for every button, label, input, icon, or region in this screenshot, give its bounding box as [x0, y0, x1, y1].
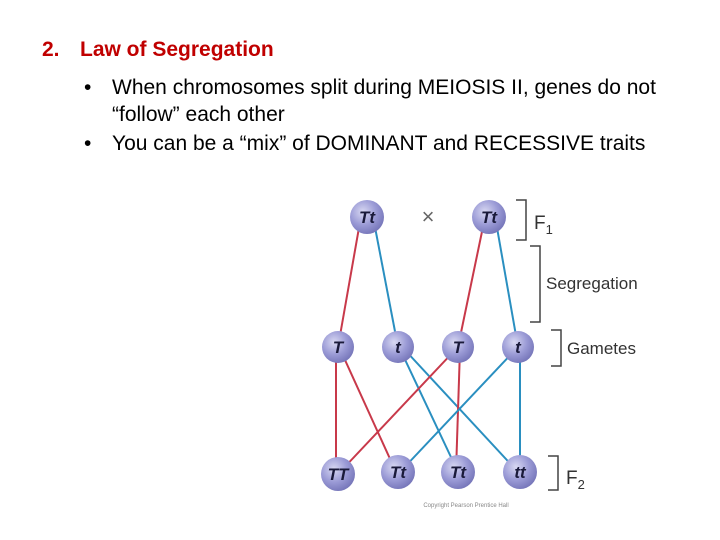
gamete-allele: t: [515, 338, 522, 357]
section-title: Law of Segregation: [80, 38, 274, 61]
section-heading: 2. Law of Segregation: [42, 38, 274, 62]
offspring-node: tt: [503, 455, 537, 489]
gamete-allele: T: [453, 338, 465, 357]
offspring-genotype: Tt: [390, 463, 407, 482]
parent-node: Tt: [350, 200, 384, 234]
line-p2-T: [457, 221, 485, 348]
bullet-text: When chromosomes split during MEIOSIS II…: [112, 76, 656, 126]
gamete-allele: T: [333, 338, 345, 357]
bracket-gametes: [551, 329, 562, 367]
label-f1: F1: [534, 213, 553, 237]
parent-node: Tt: [472, 200, 506, 234]
bullet-list: • When chromosomes split during MEIOSIS …: [80, 74, 680, 159]
gamete-node: t: [502, 331, 534, 363]
line-t2-Tt: [399, 348, 517, 473]
section-number: 2.: [42, 38, 60, 61]
bullet-item: • When chromosomes split during MEIOSIS …: [80, 74, 680, 128]
copyright-credit: Copyright Pearson Prentice Hall: [423, 503, 508, 509]
offspring-node: Tt: [381, 455, 415, 489]
bullet-item: • You can be a “mix” of DOMINANT and REC…: [80, 130, 680, 157]
cross-symbol: ×: [422, 204, 435, 229]
parent-to-gamete-lines: [337, 221, 519, 348]
label-gametes: Gametes: [567, 339, 636, 358]
offspring-genotype: tt: [514, 463, 527, 482]
line-p2-t: [495, 221, 519, 348]
gamete-to-offspring-lines: [335, 348, 521, 473]
gamete-node: T: [442, 331, 474, 363]
offspring-node: TT: [321, 457, 355, 491]
label-f2: F2: [566, 468, 585, 492]
label-segregation: Segregation: [546, 274, 638, 293]
gamete-node: t: [382, 331, 414, 363]
line-T1-Tt: [339, 348, 397, 473]
bullet-dot: •: [84, 132, 92, 155]
offspring-genotype: Tt: [450, 463, 467, 482]
parent-genotype: Tt: [481, 208, 498, 227]
bullet-dot: •: [84, 76, 92, 99]
line-T2-TT: [339, 348, 457, 473]
gamete-allele: t: [395, 338, 402, 357]
offspring-node: Tt: [441, 455, 475, 489]
line-p1-T: [337, 221, 361, 348]
line-p1-t: [373, 221, 399, 348]
bracket-f1: [516, 199, 527, 241]
bracket-segregation: [530, 245, 541, 323]
gamete-node: T: [322, 331, 354, 363]
line-t1-tt: [403, 348, 519, 473]
bullet-text: You can be a “mix” of DOMINANT and RECES…: [112, 132, 646, 155]
offspring-genotype: TT: [328, 465, 350, 484]
line-t1-Tt: [399, 348, 459, 473]
bracket-f2: [548, 455, 559, 491]
parent-genotype: Tt: [359, 208, 376, 227]
